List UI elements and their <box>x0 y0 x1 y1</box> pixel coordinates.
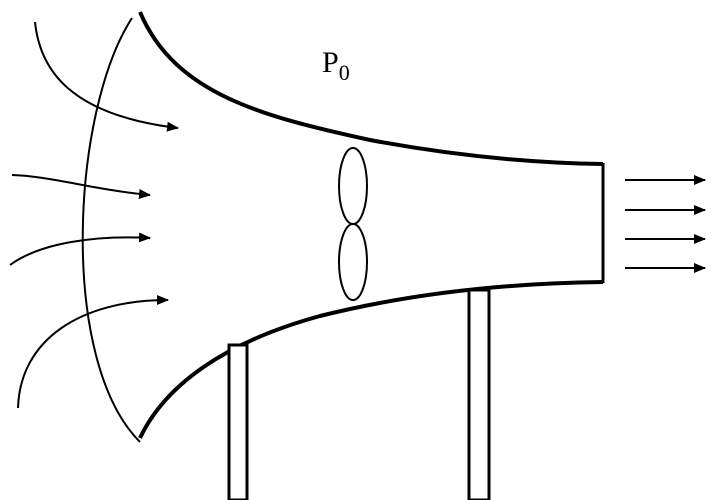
inflow-arrows <box>9 21 179 409</box>
duct-upper-wall <box>138 11 604 166</box>
support-post-left <box>227 343 249 500</box>
arrow-right-icon <box>11 174 151 199</box>
pressure-label-subscript: 0 <box>339 60 350 85</box>
propeller-icon <box>338 147 368 301</box>
arrow-right-icon <box>34 21 179 132</box>
propeller-blade-upper <box>338 147 368 225</box>
arrow-right-icon <box>9 232 151 266</box>
outflow-arrows <box>625 175 706 273</box>
pressure-label-main: P <box>322 46 339 79</box>
propeller-blade-lower <box>338 223 368 301</box>
pressure-label: P0 <box>322 46 350 85</box>
arrow-right-icon <box>17 295 169 409</box>
inlet-boundary-curve <box>81 17 141 443</box>
support-post-right <box>467 288 491 500</box>
duct-lower-wall <box>138 280 604 439</box>
